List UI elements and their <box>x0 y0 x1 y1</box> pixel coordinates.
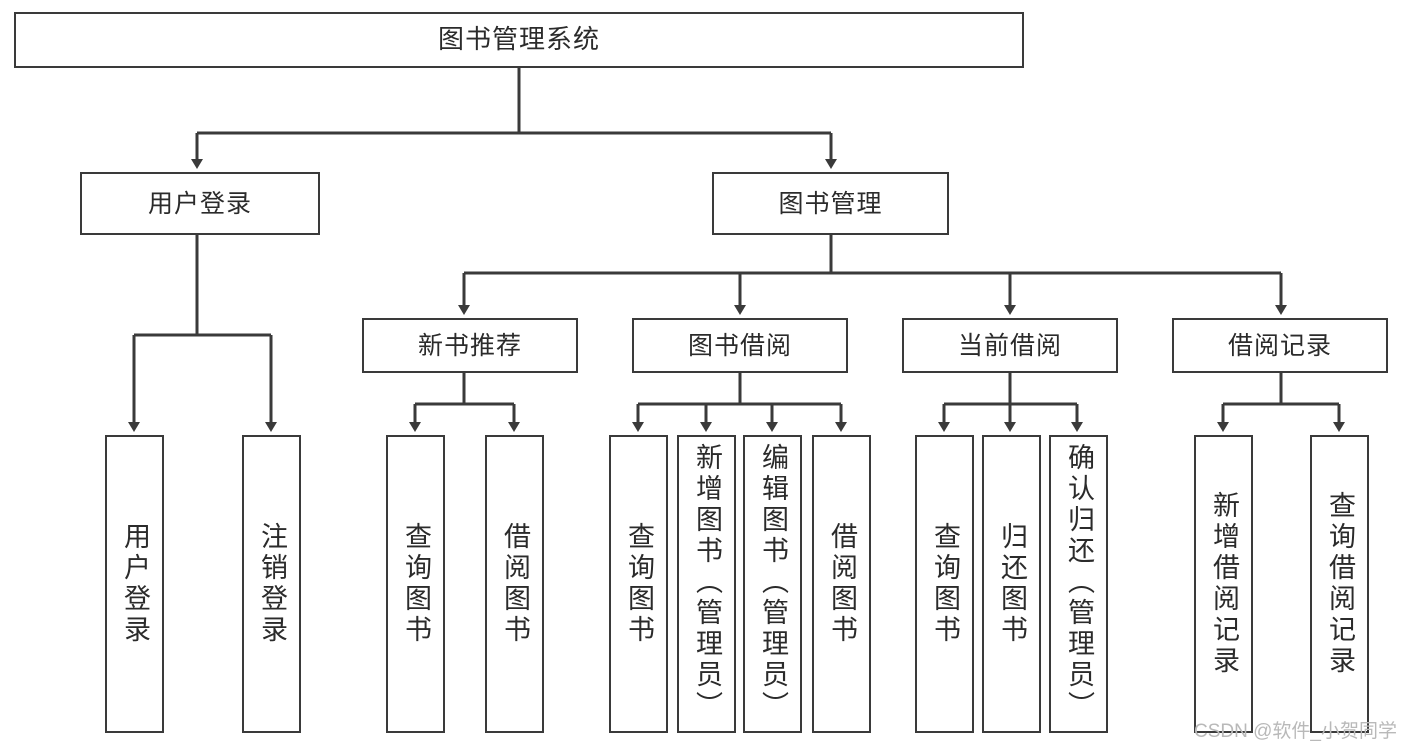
node-label: 确认归还（管理员） <box>1064 443 1094 722</box>
csdn-watermark: CSDN @软件_小贺同学 <box>1194 721 1397 742</box>
leaf-query-book-recommend[interactable]: 查询图书 <box>386 435 445 733</box>
node-book-management[interactable]: 图书管理 <box>712 172 949 235</box>
node-label: 注销登录 <box>257 522 287 646</box>
node-label: 编辑图书（管理员） <box>758 443 788 722</box>
node-label: 借阅记录 <box>1227 331 1332 360</box>
node-label: 图书管理系统 <box>437 24 600 55</box>
node-label: 图书管理 <box>778 189 883 218</box>
node-label: 用户登录 <box>120 522 150 646</box>
node-label: 用户登录 <box>147 189 252 218</box>
leaf-user-login[interactable]: 用户登录 <box>105 435 164 733</box>
leaf-add-borrow-record[interactable]: 新增借阅记录 <box>1194 435 1253 733</box>
leaf-borrow-book-recommend[interactable]: 借阅图书 <box>485 435 544 733</box>
node-label: 查询借阅记录 <box>1325 491 1355 677</box>
node-user-login[interactable]: 用户登录 <box>80 172 320 235</box>
leaf-add-book-admin[interactable]: 新增图书（管理员） <box>677 435 736 733</box>
node-label: 归还图书 <box>997 522 1027 646</box>
leaf-query-book-borrow[interactable]: 查询图书 <box>609 435 668 733</box>
node-root-book-management-system[interactable]: 图书管理系统 <box>14 12 1024 68</box>
node-label: 查询图书 <box>624 522 654 646</box>
leaf-query-borrow-record[interactable]: 查询借阅记录 <box>1310 435 1369 733</box>
node-new-book-recommend[interactable]: 新书推荐 <box>362 318 578 373</box>
node-borrow-record[interactable]: 借阅记录 <box>1172 318 1388 373</box>
leaf-borrow-book[interactable]: 借阅图书 <box>812 435 871 733</box>
node-label: 查询图书 <box>930 522 960 646</box>
node-label: 新书推荐 <box>417 331 522 360</box>
node-label: 借阅图书 <box>500 522 530 646</box>
node-label: 新增借阅记录 <box>1209 491 1239 677</box>
node-label: 图书借阅 <box>687 331 792 360</box>
node-current-borrow[interactable]: 当前借阅 <box>902 318 1118 373</box>
node-book-borrow[interactable]: 图书借阅 <box>632 318 848 373</box>
leaf-return-book[interactable]: 归还图书 <box>982 435 1041 733</box>
node-label: 借阅图书 <box>827 522 857 646</box>
node-label: 当前借阅 <box>957 331 1062 360</box>
leaf-logout[interactable]: 注销登录 <box>242 435 301 733</box>
leaf-query-book-current[interactable]: 查询图书 <box>915 435 974 733</box>
node-label: 新增图书（管理员） <box>692 443 722 722</box>
leaf-edit-book-admin[interactable]: 编辑图书（管理员） <box>743 435 802 733</box>
leaf-confirm-return-admin[interactable]: 确认归还（管理员） <box>1049 435 1108 733</box>
node-label: 查询图书 <box>401 522 431 646</box>
